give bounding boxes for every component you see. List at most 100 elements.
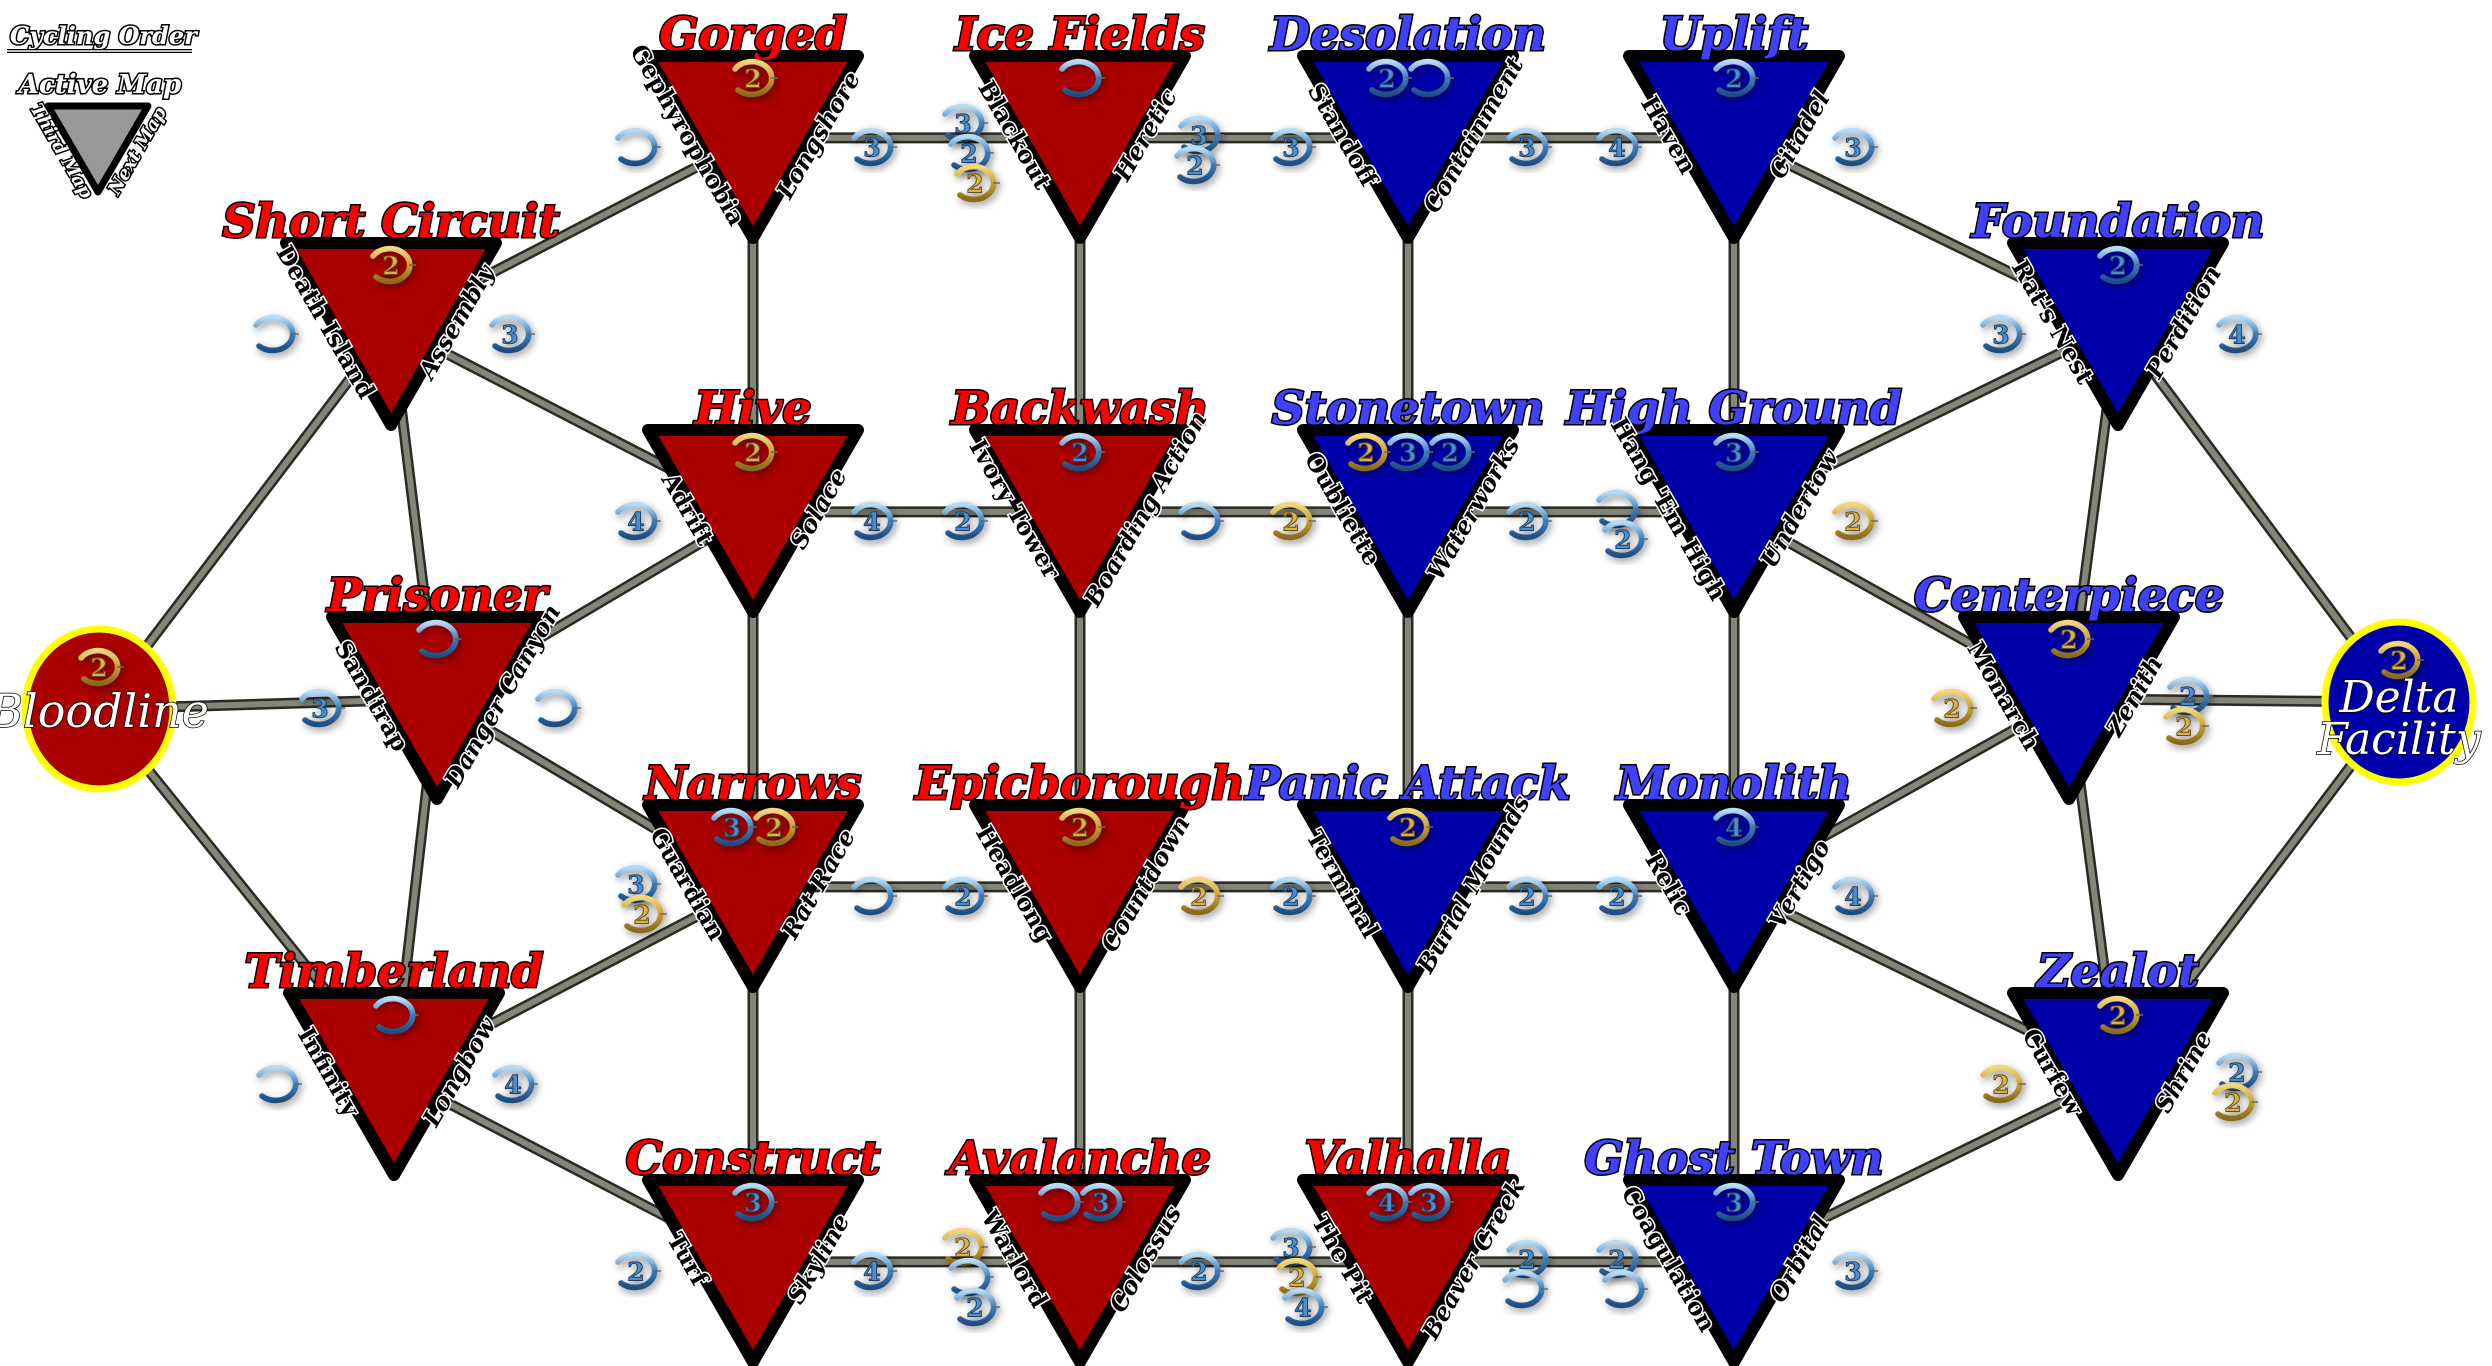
- endpoint-circle: [2321, 618, 2477, 786]
- map-title: Narrows: [643, 756, 862, 810]
- map-triangle: [969, 50, 1191, 244]
- map-triangle: [326, 611, 548, 805]
- third-map-game-icon: 2: [954, 163, 1000, 203]
- map-triangle: [1297, 50, 1519, 244]
- svg-text:2: 2: [1282, 508, 1299, 537]
- third-map-game-icon: 2: [1270, 876, 1316, 916]
- svg-text:3: 3: [954, 110, 971, 139]
- next-map-game-icon: 2: [2212, 1082, 2258, 1122]
- map-triangle: [280, 237, 502, 431]
- svg-text:3: 3: [1420, 1189, 1437, 1218]
- third-map-game-icon: 2: [1931, 688, 1977, 728]
- map-game-icon: 4: [1366, 1182, 1412, 1222]
- next-map-game-icon: 4: [1832, 876, 1878, 916]
- map-title: Monolith: [1614, 756, 1851, 810]
- third-map-game-icon: [615, 127, 661, 167]
- svg-text:4: 4: [504, 1071, 521, 1100]
- svg-text:2: 2: [1071, 439, 1088, 468]
- next-map-game-icon: 3: [489, 314, 535, 354]
- map-game-icon: 2: [1059, 807, 1105, 847]
- svg-text:4: 4: [1294, 1294, 1311, 1323]
- svg-text:2: 2: [966, 1294, 983, 1323]
- svg-text:3: 3: [1282, 134, 1299, 163]
- map-game-icon: 2: [2097, 245, 2143, 285]
- map-triangle: [1958, 611, 2180, 805]
- map-triangle: [969, 1174, 1191, 1366]
- map-game-icon: 3: [1408, 1182, 1454, 1222]
- map-triangle: [1297, 424, 1519, 618]
- svg-text:2: 2: [2390, 647, 2407, 676]
- map-game-icon: 3: [711, 807, 757, 847]
- third-map-game-icon: 2: [942, 876, 988, 916]
- next-map-game-icon: 2: [1506, 876, 1552, 916]
- svg-text:3: 3: [1725, 439, 1742, 468]
- next-map-game-icon: 4: [492, 1064, 538, 1104]
- endpoint-name-line: Facility: [2316, 714, 2481, 765]
- svg-text:2: 2: [1282, 883, 1299, 912]
- next-map-game-icon: 2: [2163, 706, 2209, 746]
- map-game-icon: 2: [732, 432, 778, 472]
- map-triangle: [2007, 987, 2229, 1181]
- map-title: Centerpiece: [1914, 568, 2224, 622]
- svg-text:2: 2: [633, 901, 650, 930]
- svg-text:2: 2: [1357, 439, 1374, 468]
- third-map-game-icon: 2: [954, 1287, 1000, 1327]
- svg-text:2: 2: [1608, 883, 1625, 912]
- map-game-icon: [1038, 1182, 1084, 1222]
- svg-text:4: 4: [627, 508, 644, 537]
- map-title: Foundation: [1970, 194, 2265, 248]
- map-title: Stonetown: [1272, 381, 1545, 435]
- map-game-icon: 2: [1059, 432, 1105, 472]
- svg-text:4: 4: [863, 508, 880, 537]
- svg-text:2: 2: [1608, 1246, 1625, 1275]
- svg-text:3: 3: [1844, 134, 1861, 163]
- endpoint-circle: [21, 625, 177, 793]
- map-title: Zealot: [2035, 944, 2199, 998]
- next-map-game-icon: [535, 688, 581, 728]
- map-game-icon: 4: [1713, 807, 1759, 847]
- map-triangle: [1623, 1174, 1845, 1366]
- svg-text:2: 2: [2179, 683, 2196, 712]
- map-title: Timberland: [245, 944, 544, 998]
- svg-text:2: 2: [954, 883, 971, 912]
- svg-text:4: 4: [2228, 321, 2245, 350]
- endpoint-game-icon: 2: [2378, 640, 2424, 680]
- third-map-game-icon: 2: [1980, 1064, 2026, 1104]
- svg-text:2: 2: [966, 170, 983, 199]
- map-title: Construct: [626, 1131, 881, 1185]
- svg-text:3: 3: [1282, 1234, 1299, 1263]
- next-map-game-icon: 3: [1832, 127, 1878, 167]
- next-map-game-icon: 3: [1832, 1251, 1878, 1291]
- svg-text:2: 2: [2175, 713, 2192, 742]
- map-game-icon: [1059, 58, 1105, 98]
- svg-text:2: 2: [1518, 883, 1535, 912]
- svg-text:2: 2: [1378, 65, 1395, 94]
- third-map-game-icon: 2: [621, 894, 667, 934]
- third-map-game-icon: [256, 1064, 302, 1104]
- map-game-icon: 2: [1387, 807, 1433, 847]
- svg-text:2: 2: [954, 508, 971, 537]
- svg-text:4: 4: [1725, 814, 1742, 843]
- next-map-game-icon: [1502, 1269, 1548, 1309]
